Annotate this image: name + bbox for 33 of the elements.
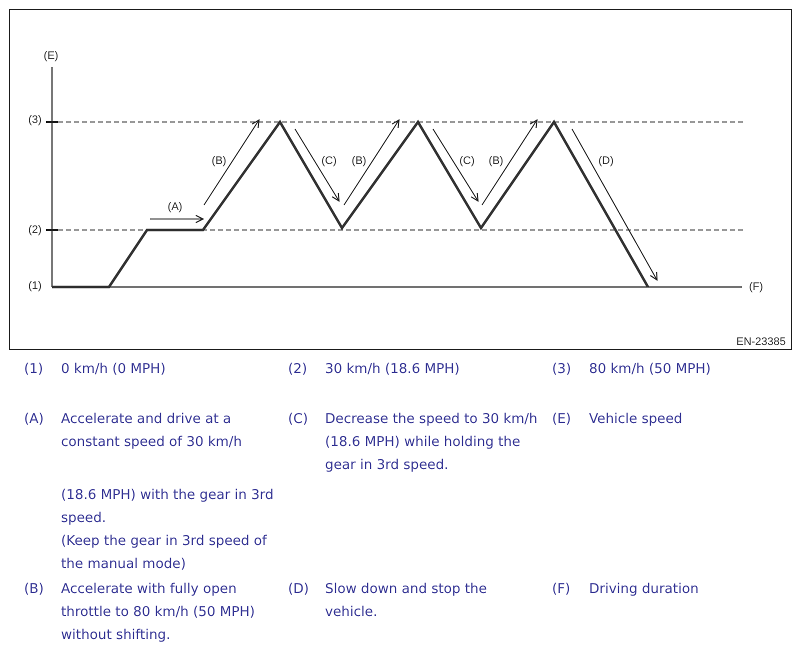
phase-label: (B): [488, 155, 504, 167]
phase-label: (B): [212, 155, 226, 167]
item-number: (C): [288, 410, 309, 429]
item-number: (E): [552, 410, 572, 429]
item-description: Vehicle speed: [589, 410, 684, 429]
item-number: (B): [24, 580, 45, 599]
phase-label: (C): [321, 155, 337, 167]
axis-label: (F): [748, 281, 764, 293]
item-number: (1): [24, 360, 44, 379]
item-number: (2): [288, 360, 308, 379]
item-description: Driving duration: [589, 580, 700, 599]
item-number: (F): [552, 580, 572, 599]
phase-label: (B): [352, 155, 366, 167]
item-description: 80 km/h (50 MPH): [589, 360, 712, 379]
tick-label: (2): [28, 224, 42, 236]
item-description: 0 km/h (0 MPH): [61, 360, 167, 379]
item-number: (A): [24, 410, 45, 429]
item-number: (D): [288, 580, 310, 599]
tick-label: (3): [28, 114, 42, 126]
item-description: (18.6 MPH) with the gear in 3rd speed.: [61, 486, 275, 528]
item-description: 30 km/h (18.6 MPH): [325, 360, 461, 379]
item-description: Slow down and stop the vehicle.: [325, 580, 488, 622]
item-number: (3): [552, 360, 572, 379]
axis-label: (E): [44, 50, 58, 62]
tick-label: (1): [28, 280, 42, 292]
figure-code: EN-23385: [736, 336, 786, 348]
phase-label: (A): [168, 201, 182, 213]
item-description: Accelerate with fully open throttle to 80 km/h (50 MPH) without shifting.: [61, 580, 256, 645]
phase-label: (D): [598, 155, 614, 167]
item-description: Decrease the speed to 30 km/h (18.6 MPH) while holding the gear in 3rd speed.: [325, 410, 538, 475]
phase-label: (C): [459, 155, 475, 167]
item-description: (Keep the gear in 3rd speed of the manual mode): [61, 532, 268, 574]
item-description: Accelerate and drive at a constant speed of 30 km/h: [61, 410, 243, 452]
